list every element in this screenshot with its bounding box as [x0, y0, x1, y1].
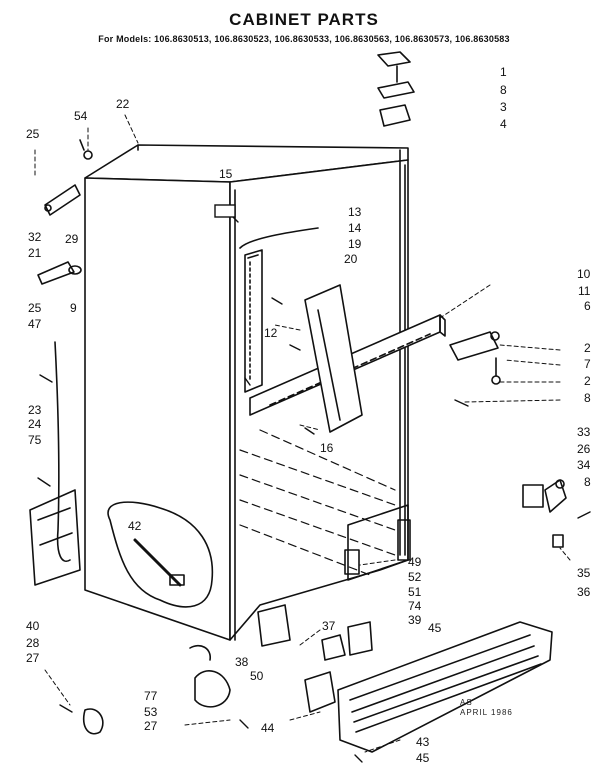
model-numbers: For Models: 106.8630513, 106.8630523, 10… — [98, 34, 510, 44]
callout-51: 51 — [408, 585, 422, 599]
callout-26: 26 — [577, 442, 591, 456]
callout-25: 25 — [26, 127, 40, 141]
footnote-date: APRIL 1986 — [460, 708, 513, 717]
screws — [37, 215, 591, 763]
thermostat-knob — [214, 204, 236, 218]
callout-10: 10 — [577, 267, 591, 281]
callout-37: 37 — [322, 619, 336, 633]
lower-hinge — [522, 479, 567, 548]
callout-9: 9 — [70, 301, 77, 315]
callout-21: 21 — [28, 246, 42, 260]
callout-8b: 8 — [584, 391, 591, 405]
callout-39: 39 — [408, 613, 422, 627]
callout-20: 20 — [344, 252, 358, 266]
callout-49: 49 — [408, 555, 422, 569]
callout-28: 28 — [26, 636, 40, 650]
callout-43: 43 — [416, 735, 430, 749]
callout-6: 6 — [584, 299, 591, 313]
cutaway-panel — [107, 501, 214, 608]
inner-shelves — [239, 429, 396, 576]
breaker-strip — [239, 227, 319, 393]
left-hinge-parts — [37, 184, 82, 285]
callout-11: 11 — [578, 284, 591, 298]
side-bracket — [29, 489, 81, 586]
callout-47: 47 — [28, 317, 42, 331]
callout-25b: 25 — [28, 301, 42, 315]
evaporator-cover — [304, 284, 363, 433]
toe-grille — [337, 621, 553, 753]
callout-16: 16 — [320, 441, 334, 455]
callout-13: 13 — [348, 205, 362, 219]
callout-2b: 2 — [584, 374, 591, 388]
callout-3: 3 — [500, 100, 507, 114]
callout-38: 38 — [235, 655, 249, 669]
callout-33: 33 — [577, 425, 591, 439]
callout-45: 45 — [428, 621, 442, 635]
callout-8: 8 — [500, 83, 507, 97]
callout-32: 32 — [28, 230, 42, 244]
callout-27b: 27 — [144, 719, 158, 733]
callout-19: 19 — [348, 237, 362, 251]
diagram-title: CABINET PARTS — [229, 10, 379, 29]
center-hinge — [449, 331, 501, 385]
callout-12: 12 — [264, 326, 278, 340]
callout-14: 14 — [348, 221, 362, 235]
callout-15: 15 — [219, 167, 233, 181]
callout-22: 22 — [116, 97, 130, 111]
callout-24: 24 — [28, 417, 42, 431]
callout-75: 75 — [28, 433, 42, 447]
drain-tube — [54, 341, 71, 562]
callout-4: 4 — [500, 117, 507, 131]
callout-53: 53 — [144, 705, 158, 719]
callout-27: 27 — [26, 651, 40, 665]
callout-45b: 45 — [416, 751, 430, 765]
callout-34: 34 — [577, 458, 591, 472]
callout-8c: 8 — [584, 475, 591, 489]
callout-77: 77 — [144, 689, 158, 703]
lower-frame — [344, 504, 411, 581]
callout-1: 1 — [500, 65, 507, 79]
callout-2a: 2 — [584, 341, 591, 355]
callout-35: 35 — [577, 566, 591, 580]
callout-42: 42 — [128, 519, 142, 533]
bottom-parts — [82, 604, 373, 735]
callout-74: 74 — [408, 599, 422, 613]
callout-23: 23 — [28, 403, 42, 417]
top-screw — [79, 139, 93, 160]
footnote-initials: AS — [460, 698, 473, 707]
leader-lines — [34, 114, 571, 753]
top-hinge — [377, 51, 415, 127]
callout-50: 50 — [250, 669, 264, 683]
callout-7: 7 — [584, 357, 591, 371]
callout-44: 44 — [261, 721, 275, 735]
callout-40: 40 — [26, 619, 40, 633]
callout-29: 29 — [65, 232, 79, 246]
callout-52: 52 — [408, 570, 422, 584]
callout-54: 54 — [74, 109, 88, 123]
callout-36: 36 — [577, 585, 591, 599]
